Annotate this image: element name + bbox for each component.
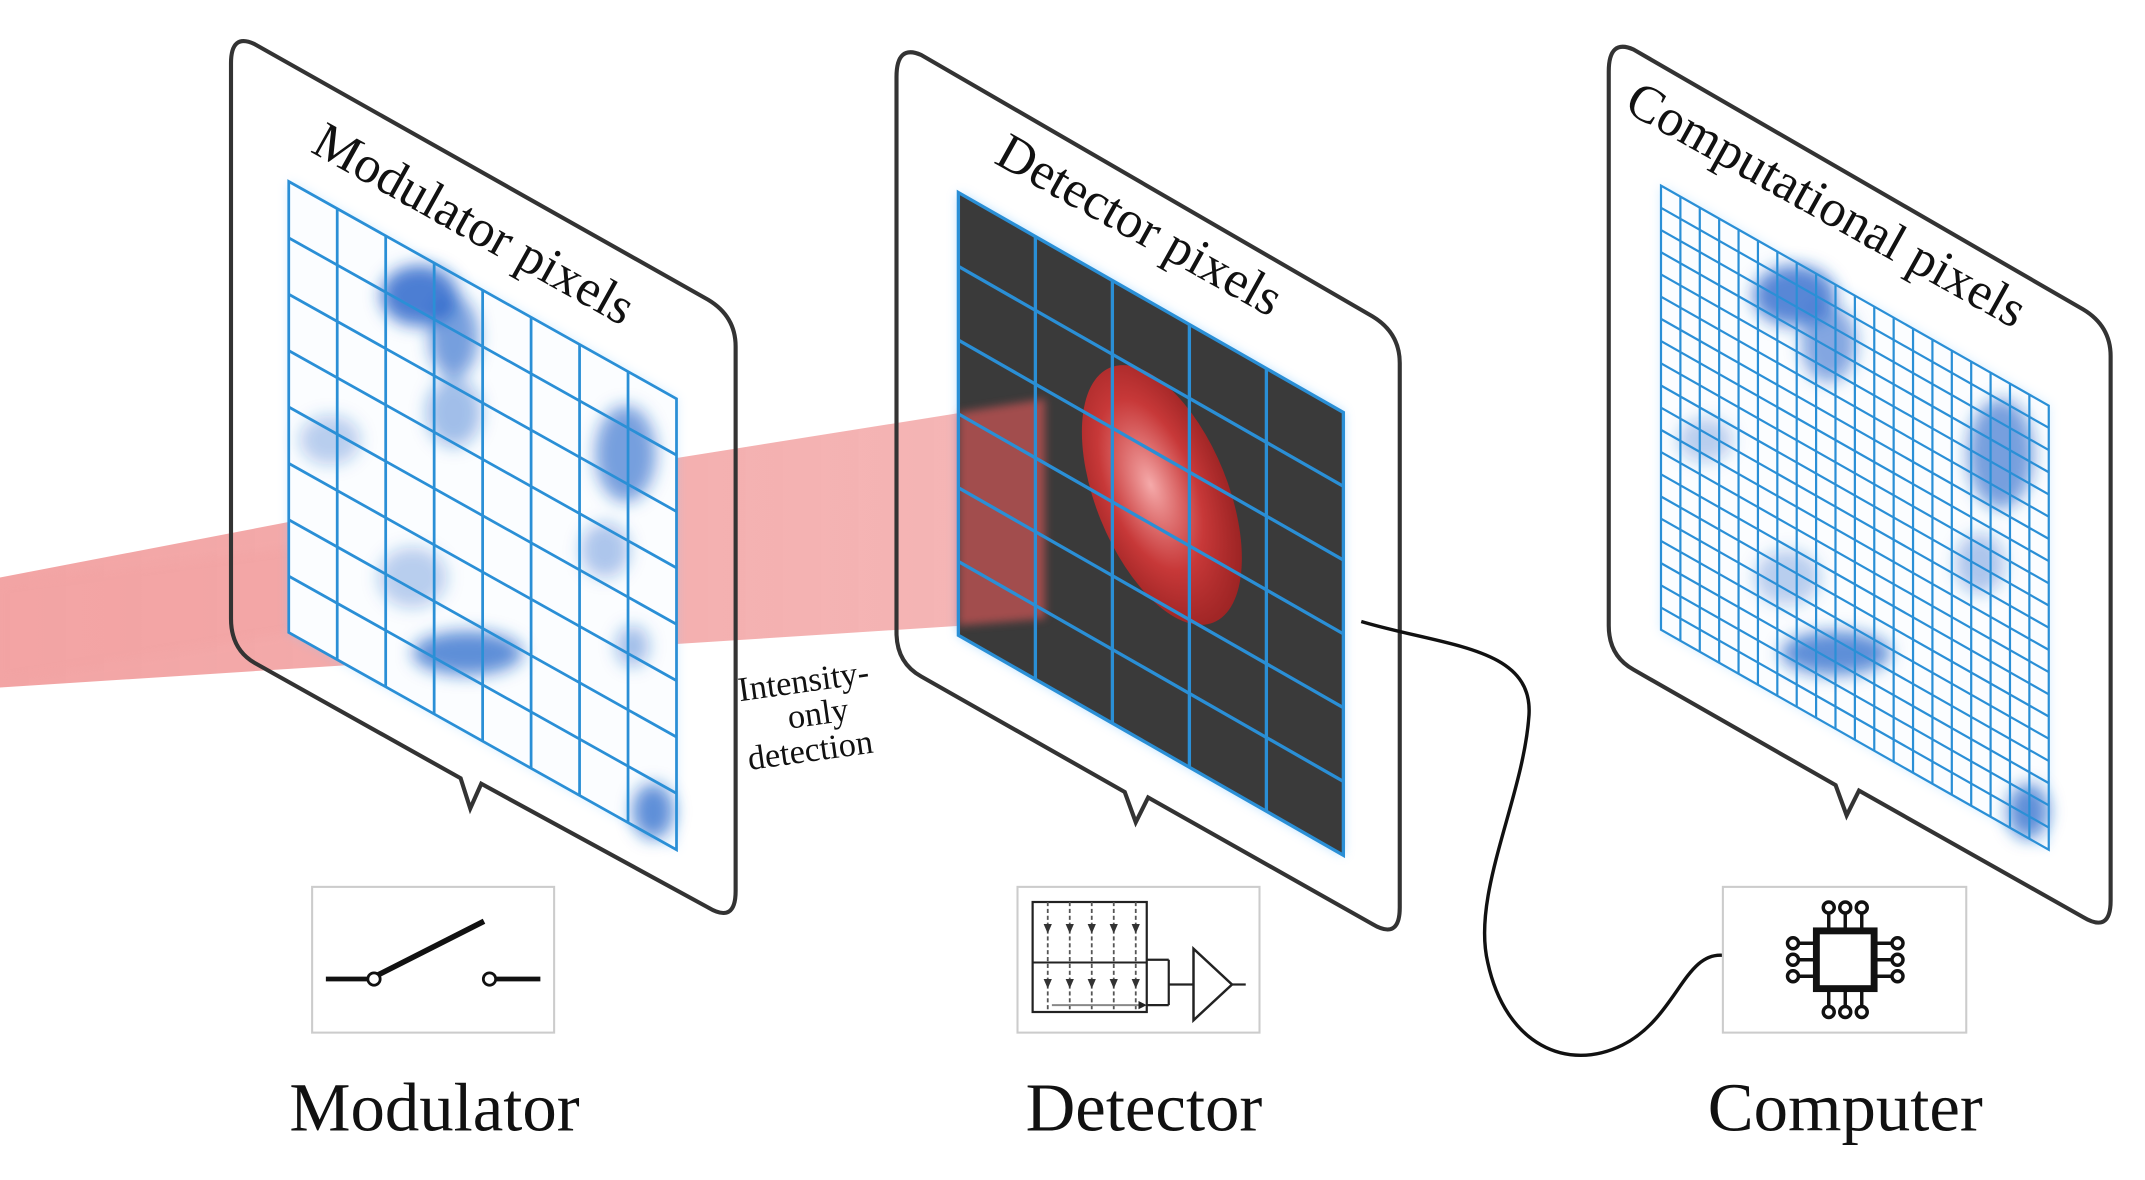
modulator-label: Modulator	[289, 1069, 579, 1145]
computational-grid-row-line	[1660, 606, 2050, 829]
modulator-grid-row-line	[288, 405, 678, 626]
modulator-grid-row-line	[288, 574, 678, 795]
detector-beam-spot	[1081, 365, 1242, 625]
modulator-grid-row-line	[288, 293, 678, 513]
computational-grid-row-line	[1660, 451, 2050, 674]
computational-grid-row-line	[1660, 229, 2050, 451]
computational-grid-row-line	[1660, 206, 2050, 429]
computational-grid	[1659, 183, 2050, 852]
computational-frame	[1606, 44, 2113, 925]
detector-frame	[894, 50, 1402, 932]
detector-label: Detector	[1026, 1069, 1263, 1145]
detector-grid-row-line	[957, 560, 1345, 783]
computational-grid-row-line	[1660, 362, 2050, 585]
chip-icon	[1721, 885, 1968, 1034]
switch-icon	[311, 885, 556, 1034]
modulator-grid-row-line	[288, 462, 678, 682]
detector-amplifier-icon	[1016, 885, 1261, 1034]
computational-grid-row-line	[1660, 473, 2050, 696]
detector-grid	[956, 189, 1346, 859]
computational-grid-row-line	[1660, 428, 2050, 651]
laser-beam-fade	[0, 543, 330, 681]
modulator-grid-row-line	[288, 349, 678, 570]
computational-grid-row-line	[1660, 406, 2050, 629]
computational-grid-row-line	[1660, 539, 2050, 762]
detector-grid-row-line	[957, 338, 1345, 562]
computational-grid-row-line	[1660, 295, 2050, 518]
detector-grid-row-line	[957, 486, 1345, 710]
detector-panel: Detector pixels	[894, 50, 1402, 932]
annotation-line-3: detection	[745, 723, 875, 778]
computer-label: Computer	[1708, 1069, 1983, 1145]
computational-grid-row-line	[1660, 562, 2050, 785]
detector-grid-row-line	[957, 264, 1345, 488]
detector-grid-row-line	[957, 412, 1345, 636]
modulator-grid	[287, 179, 678, 853]
modulator-grid-row-line	[288, 236, 678, 457]
computational-grid-row-line	[1660, 517, 2050, 740]
annotation-line-2: only	[785, 690, 852, 736]
computational-grid-row-line	[1660, 273, 2050, 496]
modulator-grid-row-line	[288, 518, 678, 739]
modulator-panel: Modulator pixels	[228, 39, 738, 915]
computational-panel: Computational pixels	[1606, 44, 2113, 925]
computational-grid-row-line	[1660, 495, 2050, 718]
computational-grid-row-line	[1660, 384, 2050, 607]
computational-grid-row-line	[1660, 251, 2050, 474]
modulator-frame	[228, 39, 738, 915]
computational-grid-row-line	[1660, 584, 2050, 807]
computational-grid-row-line	[1660, 340, 2050, 563]
computational-grid-row-line	[1660, 317, 2050, 540]
detector-computer-cable	[1360, 619, 1726, 1057]
intensity-annotation: Intensity- only detection	[736, 653, 876, 778]
